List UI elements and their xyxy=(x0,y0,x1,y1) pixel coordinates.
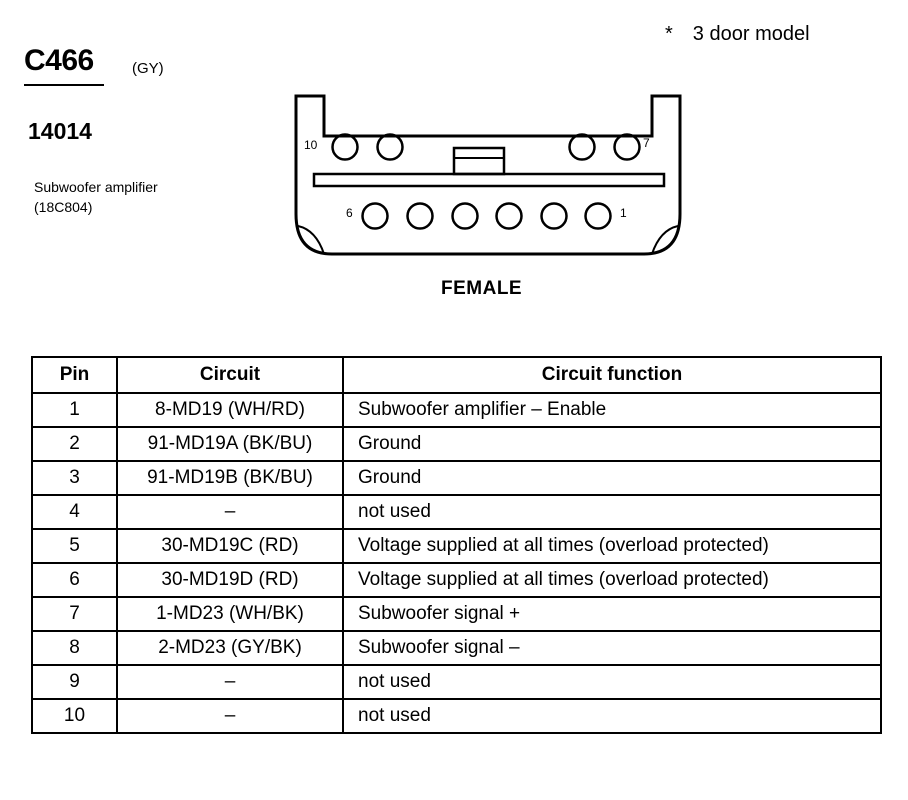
pin-label-10: 10 xyxy=(304,138,318,152)
function-cell: Subwoofer signal – xyxy=(342,630,882,666)
circuit-cell: 2-MD23 (GY/BK) xyxy=(116,630,344,666)
pin-label-1: 1 xyxy=(620,206,627,220)
function-cell: Voltage supplied at all times (overload … xyxy=(342,528,882,564)
pin-1-cavity xyxy=(584,202,612,230)
circuit-cell: 91-MD19B (BK/BU) xyxy=(116,460,344,496)
table-row: 4–not used xyxy=(31,494,882,530)
pin-cell: 10 xyxy=(31,698,118,734)
component-code: (18C804) xyxy=(34,199,93,215)
circuit-cell: 30-MD19C (RD) xyxy=(116,528,344,564)
function-cell: Voltage supplied at all times (overload … xyxy=(342,562,882,598)
circuit-cell: 91-MD19A (BK/BU) xyxy=(116,426,344,462)
pin-cell: 8 xyxy=(31,630,118,666)
pin-cell: 3 xyxy=(31,460,118,496)
pin-8-cavity xyxy=(568,133,596,161)
pin-cell: 6 xyxy=(31,562,118,598)
housing-right-corner-detail xyxy=(651,225,679,255)
circuit-cell: 1-MD23 (WH/BK) xyxy=(116,596,344,632)
function-cell: Subwoofer amplifier – Enable xyxy=(342,392,882,428)
pin-6-cavity xyxy=(361,202,389,230)
pin-cell: 2 xyxy=(31,426,118,462)
pin-2-cavity xyxy=(540,202,568,230)
header-circuit-function: Circuit function xyxy=(342,356,882,394)
circuit-cell: – xyxy=(116,494,344,530)
circuit-cell: – xyxy=(116,698,344,734)
connector-color: (GY) xyxy=(132,60,164,77)
connector-face-diagram: 10 7 6 1 xyxy=(294,94,682,256)
keying-rib xyxy=(312,172,666,188)
pin-label-6: 6 xyxy=(346,206,353,220)
function-cell: Subwoofer signal + xyxy=(342,596,882,632)
pin-cell: 9 xyxy=(31,664,118,700)
pin-4-cavity xyxy=(451,202,479,230)
part-number: 14014 xyxy=(28,118,92,144)
table-row: 9–not used xyxy=(31,664,882,700)
connector-id-underline xyxy=(24,84,104,86)
model-note-text: 3 door model xyxy=(692,23,810,45)
pin-cell: 4 xyxy=(31,494,118,530)
circuit-cell: – xyxy=(116,664,344,700)
table-row: 10–not used xyxy=(31,698,882,734)
pin-10-cavity xyxy=(331,133,359,161)
housing-left-corner-detail xyxy=(297,225,325,255)
table-header-row: Pin Circuit Circuit function xyxy=(31,356,882,394)
model-note: * 3 door model xyxy=(665,23,810,46)
locking-tab xyxy=(452,146,506,176)
circuit-cell: 30-MD19D (RD) xyxy=(116,562,344,598)
connector-id: C466 xyxy=(24,44,94,77)
component-name: Subwoofer amplifier xyxy=(34,179,158,195)
circuit-cell: 8-MD19 (WH/RD) xyxy=(116,392,344,428)
function-cell: Ground xyxy=(342,460,882,496)
pin-cell: 1 xyxy=(31,392,118,428)
function-cell: Ground xyxy=(342,426,882,462)
pin-5-cavity xyxy=(406,202,434,230)
pin-label-7: 7 xyxy=(643,136,650,150)
model-note-symbol: * xyxy=(665,23,673,45)
pin-9-cavity xyxy=(376,133,404,161)
function-cell: not used xyxy=(342,698,882,734)
pin-cell: 5 xyxy=(31,528,118,564)
connector-type-label: FEMALE xyxy=(441,278,523,299)
function-cell: not used xyxy=(342,664,882,700)
pin-7-cavity xyxy=(613,133,641,161)
function-cell: not used xyxy=(342,494,882,530)
pin-cell: 7 xyxy=(31,596,118,632)
pin-3-cavity xyxy=(495,202,523,230)
header-pin: Pin xyxy=(31,356,118,394)
header-circuit: Circuit xyxy=(116,356,344,394)
